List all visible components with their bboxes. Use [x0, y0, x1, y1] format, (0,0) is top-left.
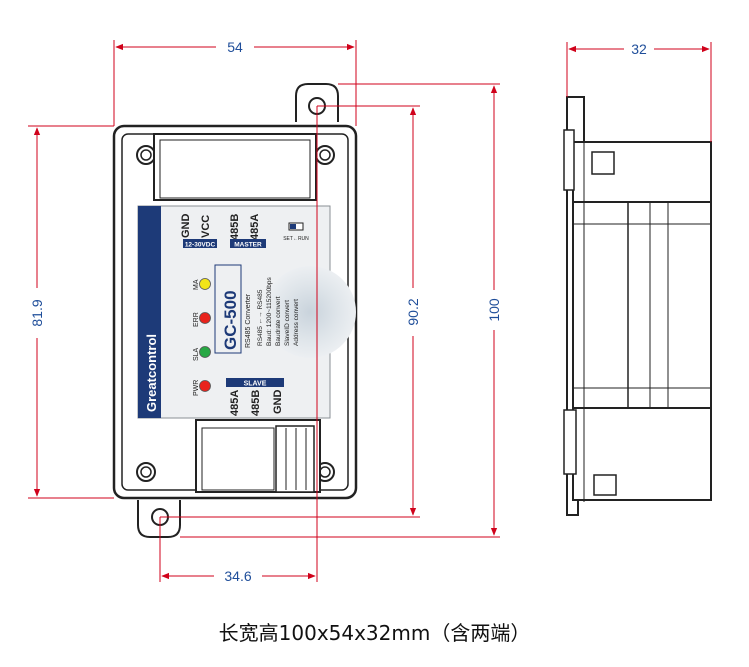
svg-text:SLA: SLA: [193, 347, 200, 361]
led-err: ERR: [193, 312, 211, 327]
svg-text:ERR: ERR: [193, 312, 200, 327]
screw-bottom-left: [136, 462, 156, 482]
screw-top-right: [315, 145, 335, 165]
dim-height-total: 100: [486, 298, 502, 322]
size-caption: 长宽高100x54x32mm（含两端）: [218, 621, 531, 645]
master-title-bar: [230, 239, 266, 248]
model-name: GC-500: [221, 290, 240, 350]
slave-title: SLAVE: [244, 381, 267, 388]
power-title: 12-30VDC: [185, 242, 216, 249]
svg-text:485B: 485B: [250, 390, 262, 416]
brand-text: Greatcontrol: [144, 334, 159, 412]
led-sla: SLA: [193, 346, 211, 361]
screw-top-left: [136, 145, 156, 165]
svg-text:GND: GND: [272, 390, 284, 415]
dim-height-left: 81.9: [29, 299, 45, 326]
bottom-terminal-connector: [275, 425, 315, 493]
power-title-bar: [183, 239, 217, 248]
term-vcc-label: VCC: [200, 215, 212, 238]
model-box: [214, 264, 242, 354]
term-gnd-label: GND: [180, 214, 192, 239]
dim-hole-offset: 34.6: [224, 568, 251, 584]
term-485a-label: 485A: [249, 214, 261, 240]
top-terminal-labels: GND VCC 485B 485A: [180, 214, 261, 241]
model-subtitle: RS485 Converter: [245, 293, 252, 348]
svg-text:SlaveID convert: SlaveID convert: [284, 300, 291, 346]
dim-width-top: 54: [227, 39, 243, 55]
svg-text:PWR: PWR: [193, 380, 200, 396]
dim-depth-top: 32: [631, 41, 647, 57]
dimension-lines-front: [28, 40, 500, 582]
side-view: [563, 96, 712, 516]
led-pwr: PWR: [193, 380, 211, 396]
svg-text:Baud: 1200~115200bps: Baud: 1200~115200bps: [266, 277, 273, 346]
status-glow: [264, 266, 356, 358]
term-485b-label: 485B: [229, 214, 241, 240]
dimension-lines-side: [566, 42, 712, 142]
slave-title-bar: [226, 378, 284, 387]
front-view: Greatcontrol GND VCC 485B 485A 12-30VDC …: [112, 83, 358, 538]
bottom-terminal-block-inner: [201, 427, 275, 491]
led-ma: MA: [193, 278, 211, 290]
spec-lines: RS485 ←→ RS485 Baud: 1200~115200bps Baud…: [257, 277, 300, 346]
top-terminal-block-inner: [159, 139, 311, 199]
svg-text:485A: 485A: [229, 390, 241, 416]
svg-text:Baudrate convert: Baudrate convert: [275, 296, 282, 346]
svg-text:Address convert: Address convert: [293, 299, 300, 346]
slave-terminal-labels: 485A 485B GND: [229, 390, 284, 417]
set-run-label: SET←RUN: [283, 236, 309, 242]
brand-band: [138, 206, 161, 418]
svg-text:RS485 ←→ RS485: RS485 ←→ RS485: [257, 289, 264, 346]
master-title: MASTER: [234, 242, 262, 249]
svg-text:MA: MA: [193, 279, 200, 290]
dim-height-holes: 90.2: [405, 298, 421, 325]
